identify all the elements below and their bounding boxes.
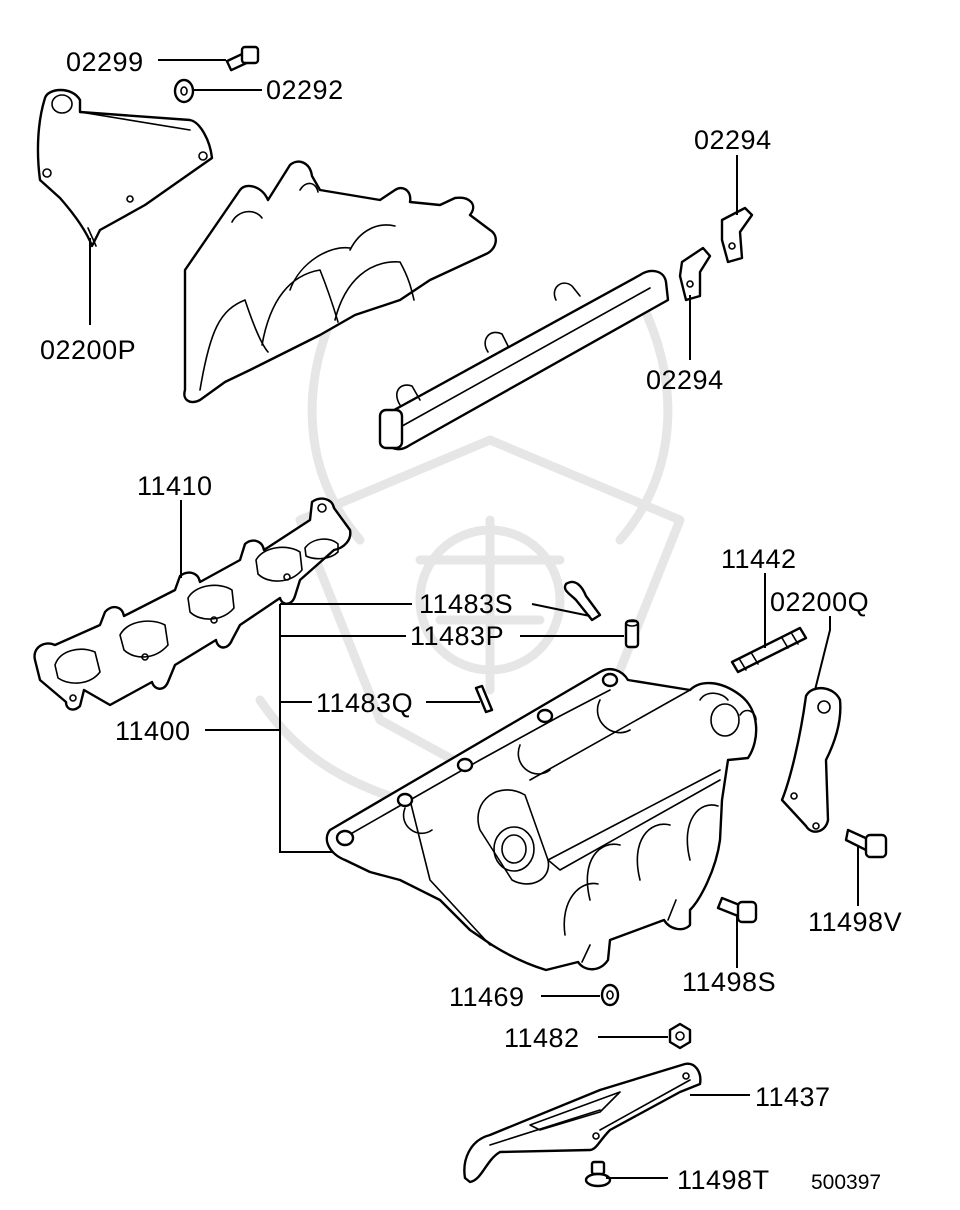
washer-02292[interactable] (173, 78, 195, 104)
label-11400: 11400 (115, 716, 191, 746)
label-11442: 11442 (721, 544, 797, 574)
stay-11437[interactable] (463, 1062, 702, 1184)
label-02294-top: 02294 (694, 125, 772, 155)
label-11498V: 11498V (808, 907, 902, 937)
label-11437: 11437 (755, 1082, 831, 1112)
bracket-02200P[interactable] (36, 88, 214, 248)
label-11410: 11410 (137, 471, 213, 501)
bracket-02200Q[interactable] (780, 687, 842, 833)
pipe-11483P[interactable] (624, 619, 640, 649)
fuel-rail[interactable] (378, 269, 670, 451)
clip-02294-lower[interactable] (678, 246, 712, 302)
pin-11483Q[interactable] (474, 684, 494, 714)
hose-11483S[interactable] (563, 580, 602, 622)
label-02299: 02299 (66, 47, 144, 77)
washer-11469[interactable] (600, 983, 620, 1007)
label-02292: 02292 (266, 75, 344, 105)
bolt-02299[interactable] (225, 45, 260, 72)
label-02294-bottom: 02294 (646, 365, 724, 395)
diagram-code: 500397 (811, 1171, 881, 1194)
gasket-11410[interactable] (33, 497, 352, 711)
label-02200P: 02200P (40, 335, 136, 365)
label-11483S: 11483S (419, 589, 513, 619)
label-11482: 11482 (504, 1023, 580, 1053)
label-11483Q: 11483Q (316, 688, 413, 718)
leader-lines (89, 59, 859, 1179)
label-11483P: 11483P (410, 621, 504, 651)
label-11469: 11469 (449, 982, 525, 1012)
stud-11442[interactable] (730, 626, 808, 674)
upper-manifold[interactable] (183, 160, 497, 404)
label-11498S: 11498S (682, 967, 776, 997)
intake-manifold-11400[interactable] (325, 668, 758, 972)
bolt-11498S[interactable] (716, 896, 758, 924)
label-11498T: 11498T (677, 1165, 770, 1195)
bolt-11498V[interactable] (844, 828, 888, 859)
bolt-11498T[interactable] (584, 1160, 612, 1188)
clip-02294-upper[interactable] (720, 206, 754, 264)
label-02200Q: 02200Q (770, 587, 869, 617)
nut-11482[interactable] (668, 1022, 692, 1050)
